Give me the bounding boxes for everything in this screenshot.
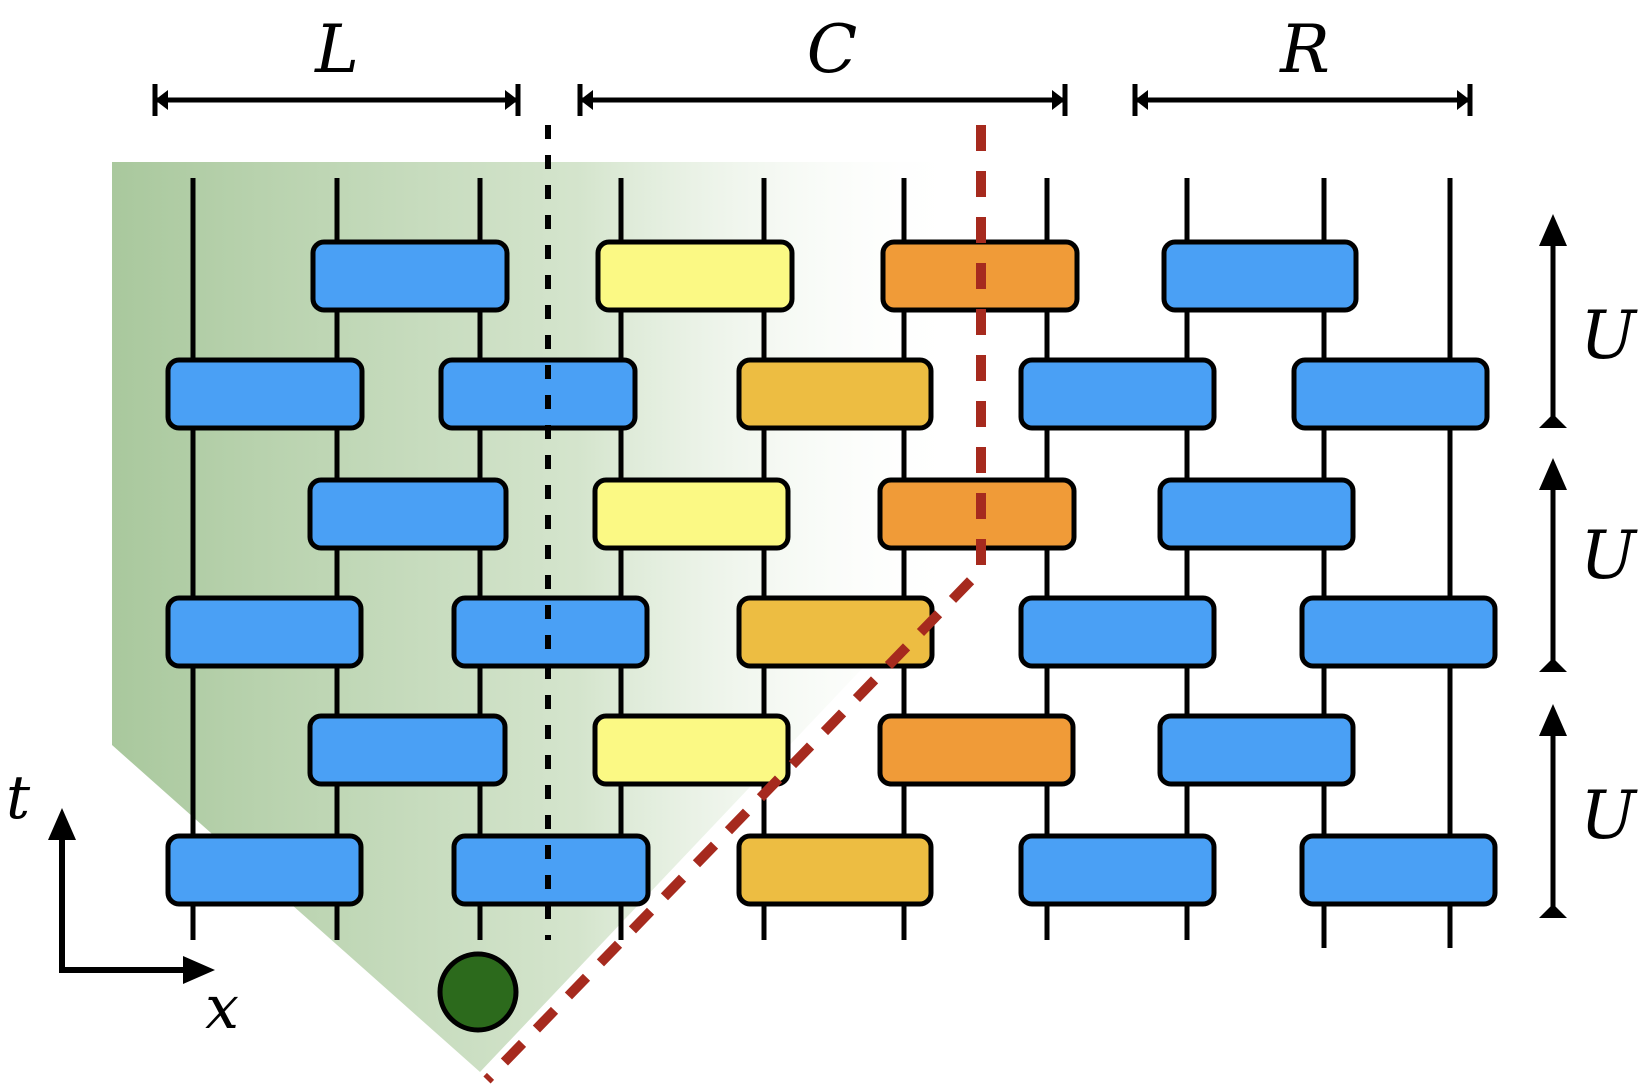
gate-regular [165,357,365,431]
butterfly-boundary-dashed-line [483,125,986,1084]
source-dot [437,951,519,1033]
arrow-tail-icon [1539,658,1567,672]
gate-regular [451,833,651,907]
region-bracket-left [152,84,521,116]
gate-regular [1161,239,1359,313]
axes [48,808,215,984]
arrow-up-icon [1539,214,1567,246]
gate-regular [307,713,508,787]
step-arrow-2 [1539,458,1567,672]
gate-mid [736,357,934,431]
gate-dark [877,713,1076,787]
gate-light [592,477,791,551]
gate-light [592,713,791,787]
gate-regular [165,833,364,907]
arrow-up-icon [1539,458,1567,490]
gate-mid [736,833,934,907]
gate-regular [1157,713,1356,787]
gate-light [595,239,795,313]
step-arrow-1 [1539,214,1567,428]
region-label-center: C [807,11,858,88]
gate-regular [307,477,509,551]
gate-regular [310,239,510,313]
step-arrow-group [1539,214,1567,918]
gate-regular [165,595,364,669]
arrow-up-icon [1539,704,1567,736]
arrow-tail-icon [1539,414,1567,428]
gate-group [165,239,1498,907]
axis-label-time: t [6,763,31,833]
gate-regular [438,357,638,431]
step-arrow-3 [1539,704,1567,918]
step-label-3: U [1580,777,1638,854]
gate-regular [1018,357,1217,431]
region-label-right: R [1279,11,1330,88]
step-label-2: U [1580,517,1638,594]
gate-regular [1299,595,1498,669]
arrow-tail-icon [1539,904,1567,918]
region-bracket-right [1132,84,1473,116]
gate-regular [1018,833,1217,907]
gate-regular [1299,833,1498,907]
gate-regular [1291,357,1490,431]
gate-regular [1018,595,1217,669]
gate-regular [1157,477,1356,551]
step-label-1: U [1580,297,1638,374]
gate-mid [736,595,935,669]
time-arrow-icon [48,808,76,840]
axis-label-space: x [205,973,239,1043]
region-label-left: L [314,11,359,88]
region-bracket-center [577,84,1068,116]
space-arrow-icon [183,956,215,984]
